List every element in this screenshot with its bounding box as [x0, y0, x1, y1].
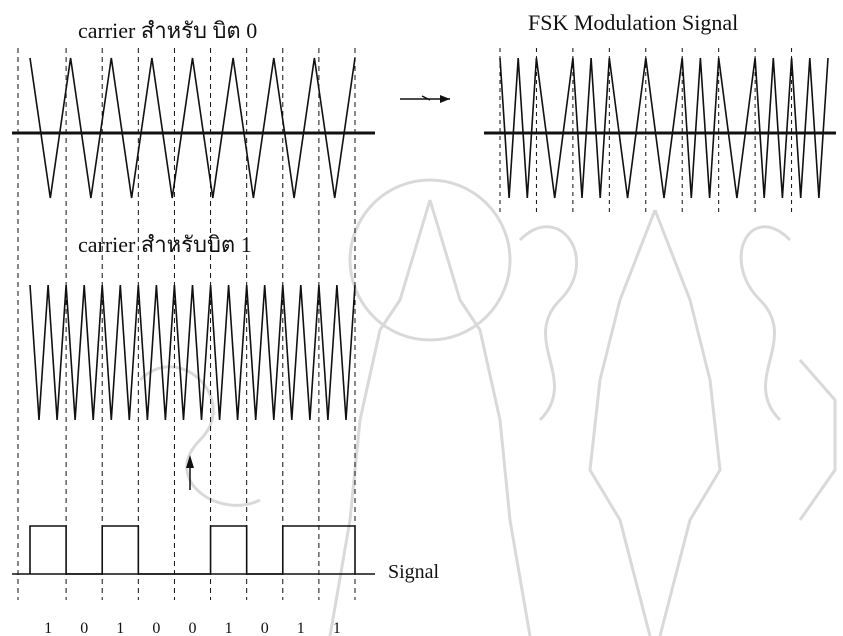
bit-label: 0 [80, 620, 88, 636]
university-seal-watermark [138, 178, 837, 636]
carrier0-waveform [29, 57, 356, 199]
carrier-bit0-label: carrier สำหรับ บิต 0 [78, 18, 257, 43]
carrier1-waveform [29, 284, 356, 421]
fsk-waveform [499, 57, 829, 199]
watermark-tower [588, 209, 722, 636]
bit-label: 1 [44, 620, 52, 636]
signal-label: Signal [388, 561, 440, 583]
fsk-bit-boundaries [499, 48, 793, 215]
watermark-scroll [518, 225, 792, 422]
bit-label: 1 [116, 620, 124, 636]
fsk-title: FSK Modulation Signal [528, 10, 738, 35]
watermark-ring [798, 359, 837, 521]
watermark-halo [348, 178, 512, 342]
watermark-crown [328, 199, 532, 636]
bit-label: 1 [333, 620, 341, 636]
arrow-right-icon [400, 95, 450, 103]
bit-label: 1 [225, 620, 233, 636]
bit-boundaries [17, 48, 356, 600]
bit-label: 1 [297, 620, 305, 636]
bit-label: 0 [152, 620, 160, 636]
arrow-up-icon [186, 455, 194, 490]
carrier-bit1-label: carrier สำหรับบิต 1 [78, 232, 252, 257]
bit-label: 0 [189, 620, 197, 636]
bit-label: 0 [261, 620, 269, 636]
bit-labels: 1 0 1 0 0 1 0 1 1 [44, 620, 341, 636]
digital-signal [29, 525, 356, 575]
watermark-scroll-left [138, 365, 261, 507]
